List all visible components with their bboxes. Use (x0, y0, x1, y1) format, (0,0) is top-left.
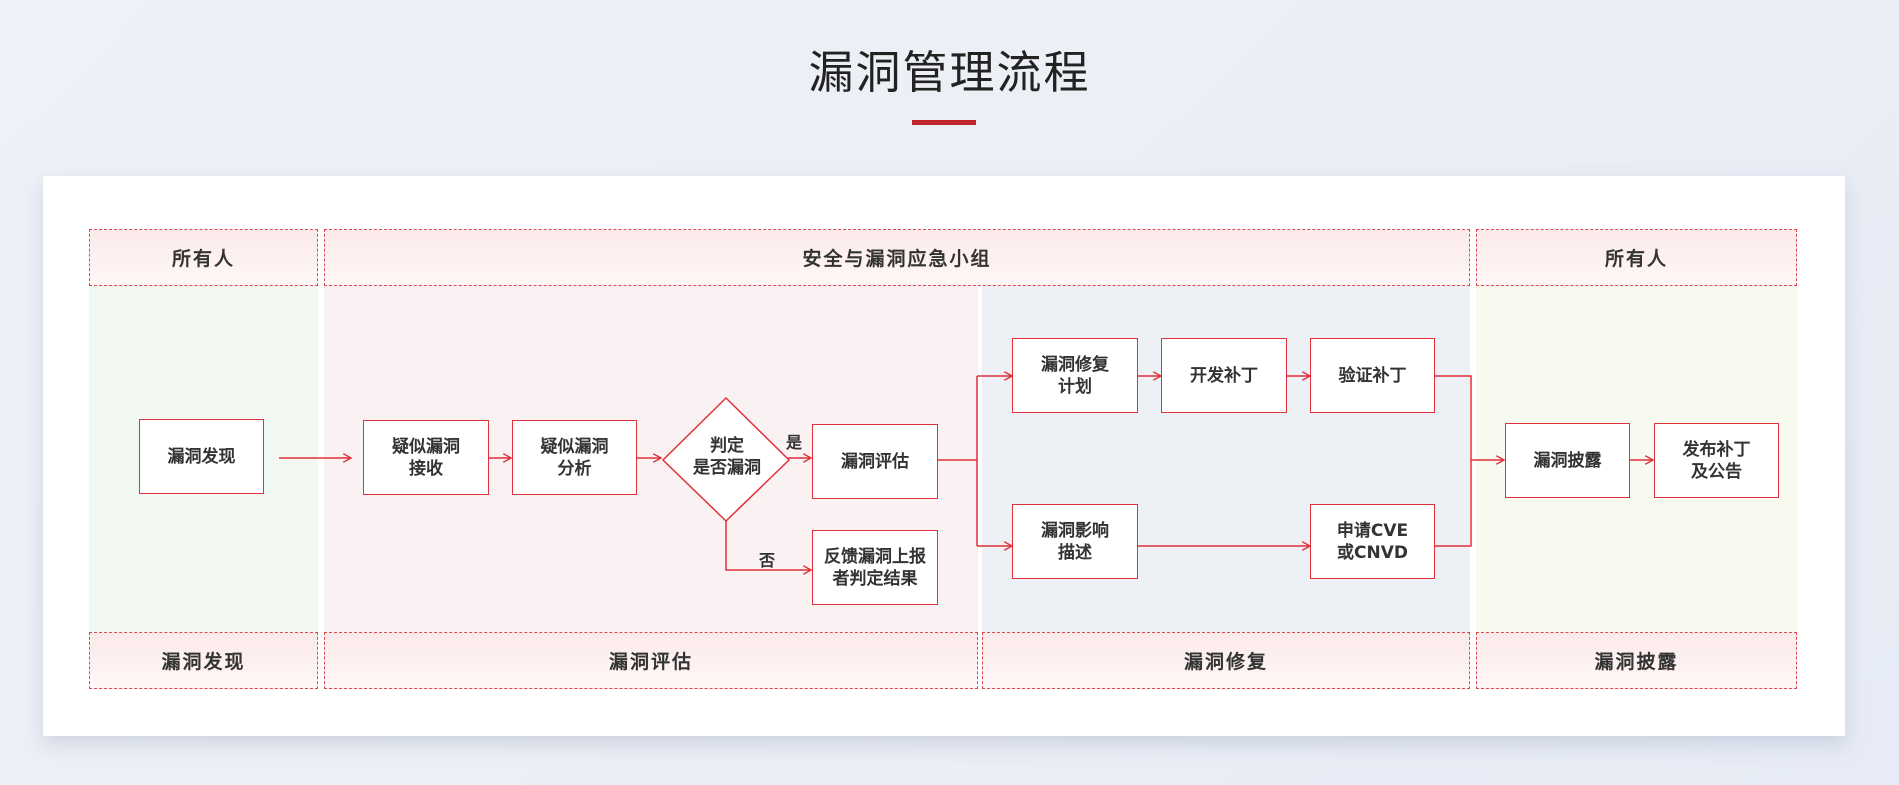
title-underline (912, 120, 976, 125)
branch-yes-label: 是 (786, 433, 803, 452)
node-publish-patch: 发布补丁 及公告 (1654, 423, 1779, 498)
page-title: 漏洞管理流程 (808, 46, 1091, 99)
branch-no-label: 否 (759, 551, 776, 570)
node-impact-description: 漏洞影响 描述 (1012, 504, 1138, 579)
node-vulnerability-evaluate: 漏洞评估 (812, 424, 938, 499)
phase-header-disclosure: 漏洞披露 (1476, 632, 1797, 689)
line-verify-merge (1435, 375, 1472, 547)
node-fix-plan: 漏洞修复 计划 (1012, 338, 1138, 413)
role-header-security-team: 安全与漏洞应急小组 (324, 229, 1470, 286)
node-feedback-reporter: 反馈漏洞上报 者判定结果 (812, 530, 938, 605)
decision-diamond (661, 396, 791, 523)
phase-header-repair: 漏洞修复 (982, 632, 1470, 689)
node-verify-patch: 验证补丁 (1310, 338, 1435, 413)
node-decide-label: 判定 是否漏洞 (693, 436, 761, 478)
arrow-decide-feedback (725, 520, 811, 570)
node-vulnerability-discovery: 漏洞发现 (139, 419, 264, 494)
role-header-owner-left: 所有人 (89, 229, 318, 286)
role-header-owner-right: 所有人 (1476, 229, 1797, 286)
node-apply-cve: 申请CVE 或CNVD (1310, 504, 1435, 579)
phase-header-discovery: 漏洞发现 (89, 632, 318, 689)
node-suspected-analyze: 疑似漏洞 分析 (512, 420, 637, 495)
node-suspected-receive: 疑似漏洞 接收 (363, 420, 489, 495)
node-vulnerability-disclose: 漏洞披露 (1505, 423, 1630, 498)
phase-header-evaluation: 漏洞评估 (324, 632, 978, 689)
node-develop-patch: 开发补丁 (1161, 338, 1287, 413)
